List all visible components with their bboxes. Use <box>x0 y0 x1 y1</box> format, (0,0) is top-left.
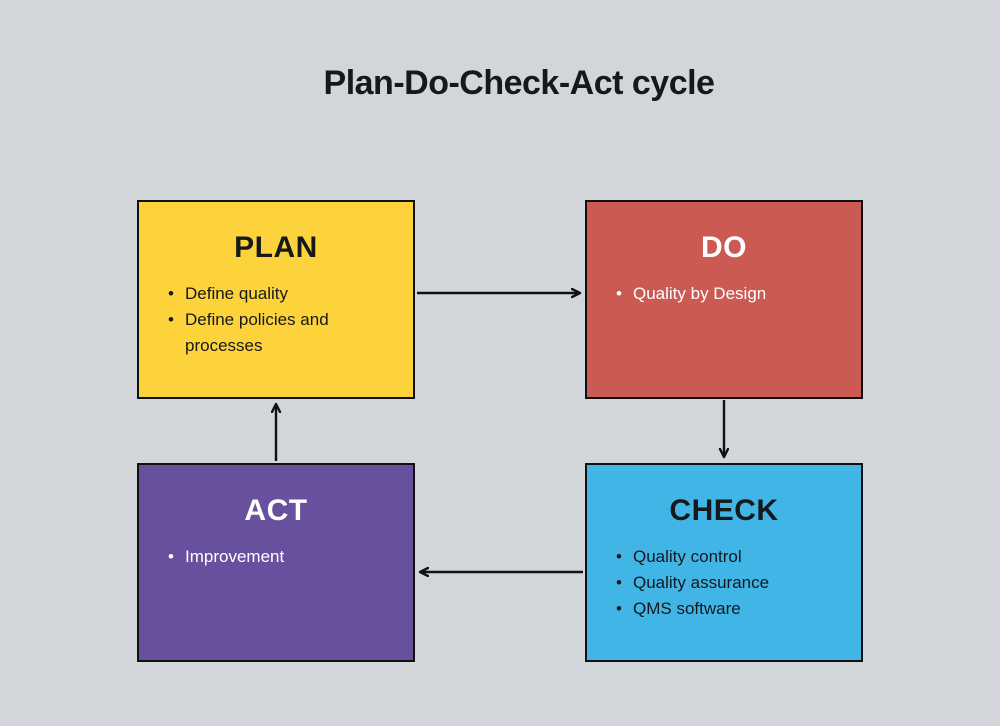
plan-box-list: Define quality Define policies and proce… <box>168 281 395 359</box>
diagram-title: Plan-Do-Check-Act cycle <box>323 64 715 102</box>
list-item: Define quality <box>168 281 395 307</box>
do-box-list: Quality by Design <box>616 281 843 307</box>
plan-box-title: PLAN <box>234 231 318 264</box>
list-item: QMS software <box>616 596 843 622</box>
act-box-title: ACT <box>244 494 308 527</box>
list-item: Quality control <box>616 544 843 570</box>
check-box-list: Quality control Quality assurance QMS so… <box>616 544 843 622</box>
do-box: DO Quality by Design <box>585 200 863 399</box>
list-item: Quality by Design <box>616 281 843 307</box>
do-box-title: DO <box>701 231 747 264</box>
check-box-title: CHECK <box>669 494 779 527</box>
check-box: CHECK Quality control Quality assurance … <box>585 463 863 662</box>
plan-box: PLAN Define quality Define policies and … <box>137 200 415 399</box>
list-item: Improvement <box>168 544 395 570</box>
act-box: ACT Improvement <box>137 463 415 662</box>
list-item: Quality assurance <box>616 570 843 596</box>
act-box-list: Improvement <box>168 544 395 570</box>
list-item: Define policies and processes <box>168 307 395 359</box>
